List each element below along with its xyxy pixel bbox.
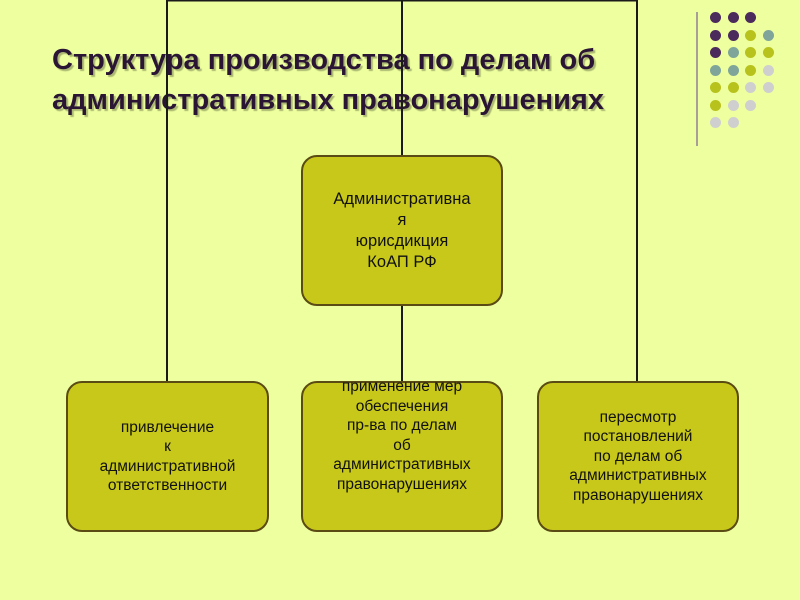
decorative-dot (710, 29, 721, 41)
decorative-dot-grid (710, 12, 800, 132)
slide-title: Структура производства по делам об админ… (52, 40, 692, 120)
decorative-dot (745, 12, 756, 23)
decorative-dot (727, 82, 739, 93)
decorative-dot (727, 117, 739, 128)
title-line-1: Структура производства по делам об (52, 44, 596, 76)
decorative-dot (710, 47, 721, 58)
decorative-dot (710, 64, 721, 76)
decorative-dot (710, 12, 721, 23)
decorative-dot (710, 117, 721, 128)
liability-box-text: привлечение к административной ответстве… (99, 418, 236, 495)
enforcement-measures-box-text: применение мер обеспечения пр-ва по дела… (333, 378, 471, 493)
decorative-dot (745, 29, 756, 41)
decorative-dot (762, 64, 774, 76)
decorative-dot (745, 99, 756, 111)
decorative-dot (727, 64, 739, 76)
decorative-dot (727, 47, 739, 58)
title-line-2: административных правонарушениях (52, 84, 604, 116)
decorative-dot (745, 82, 756, 93)
decision-review-box: пересмотр постановлений по делам об адми… (537, 381, 739, 532)
title-divider (696, 12, 698, 146)
decorative-dot (745, 47, 756, 58)
jurisdiction-box-text: Административна я юрисдикция КоАП РФ (333, 189, 471, 271)
decorative-dot (745, 64, 756, 76)
decorative-dot (762, 82, 774, 93)
decorative-dot (710, 82, 721, 93)
decorative-dot (727, 99, 739, 111)
decorative-dot (762, 47, 774, 58)
enforcement-measures-box: применение мер обеспечения пр-ва по дела… (301, 378, 503, 532)
decorative-dot (727, 12, 739, 23)
liability-box: привлечение к административной ответстве… (66, 381, 269, 532)
decorative-dot (727, 29, 739, 41)
decorative-dot (762, 29, 774, 41)
jurisdiction-box: Административна я юрисдикция КоАП РФ (301, 155, 503, 306)
decision-review-box-text: пересмотр постановлений по делам об адми… (569, 408, 707, 504)
decorative-dot (710, 99, 721, 111)
